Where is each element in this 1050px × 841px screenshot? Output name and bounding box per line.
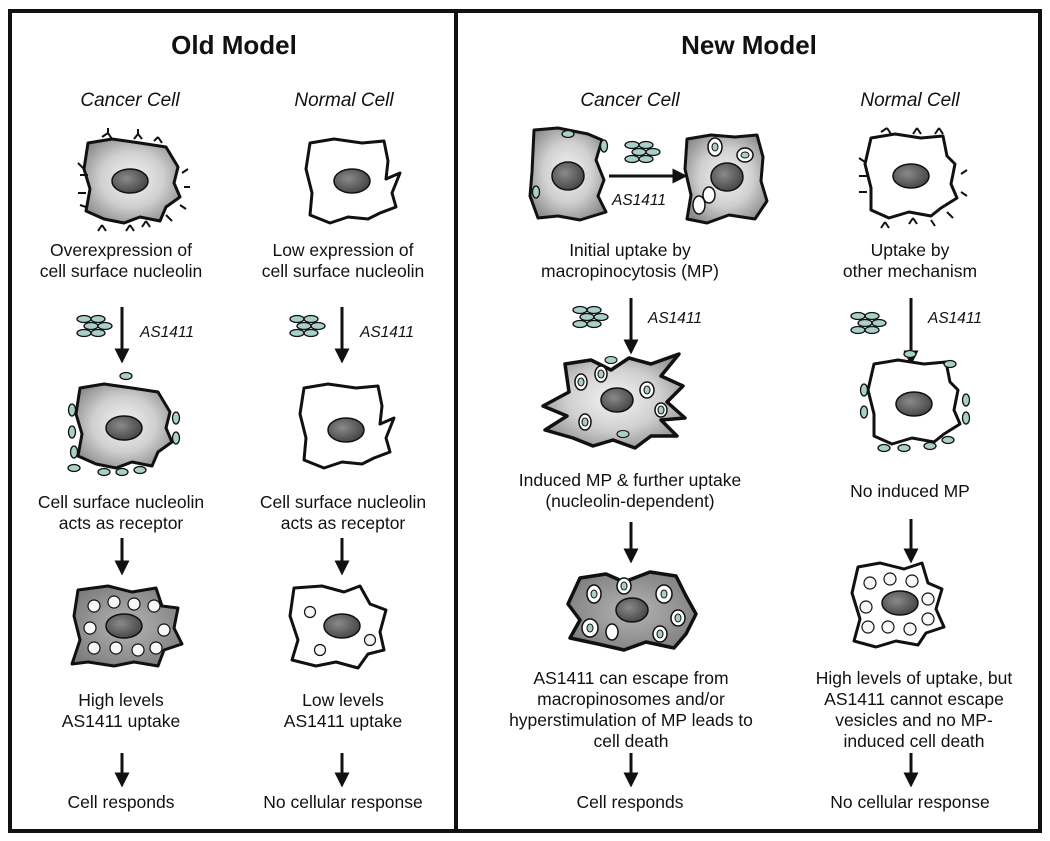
new-cancer-heading: Cancer Cell xyxy=(580,90,680,111)
new-normal-outcome: No cellular response xyxy=(830,792,990,812)
as1411-cluster-new-cancer-inline xyxy=(624,140,661,164)
old-cancer-step1: Overexpression of cell surface nucleolin xyxy=(39,240,203,281)
old-cancer-cell-2 xyxy=(67,371,181,477)
old-normal-step2: Cell surface nucleolin acts as receptor xyxy=(259,492,427,533)
old-cancer-step3: High levels AS1411 uptake xyxy=(61,690,181,731)
new-cancer-arrow-label: AS1411 xyxy=(648,310,703,327)
new-cancer-cell-2 xyxy=(541,352,687,450)
old-normal-step1: Low expression of cell surface nucleolin xyxy=(261,240,425,281)
old-cancer-cell-1 xyxy=(77,128,190,232)
new-model-panel xyxy=(454,9,1042,833)
as1411-particles xyxy=(76,140,887,338)
old-cancer-outcome: Cell responds xyxy=(67,792,175,812)
new-normal-heading: Normal Cell xyxy=(860,90,960,111)
new-cancer-cell-1b xyxy=(683,133,769,225)
old-normal-arrow-label: AS1411 xyxy=(360,324,415,341)
as1411-cluster-new-cancer xyxy=(572,305,609,329)
as1411-cluster-old-cancer xyxy=(76,314,113,338)
new-normal-step3: High levels of uptake, but AS1411 cannot… xyxy=(815,668,1013,751)
new-normal-step1: Uptake by other mechanism xyxy=(842,240,978,281)
old-cancer-cell-3 xyxy=(70,584,184,668)
new-cancer-step3: AS1411 can escape from macropinosomes an… xyxy=(509,668,753,751)
old-normal-step3: Low levels AS1411 uptake xyxy=(283,690,403,731)
new-model-title: New Model xyxy=(681,30,817,60)
new-normal-step2: No induced MP xyxy=(850,481,970,501)
old-normal-cell-1 xyxy=(304,137,402,225)
old-cancer-arrow-label: AS1411 xyxy=(140,324,195,341)
old-normal-cell-2 xyxy=(298,382,396,470)
old-normal-heading: Normal Cell xyxy=(294,90,394,111)
old-normal-outcome: No cellular response xyxy=(263,792,423,812)
new-normal-cell-2 xyxy=(859,349,971,453)
as1411-cluster-new-normal xyxy=(850,311,887,335)
new-normal-arrow-label: AS1411 xyxy=(928,310,983,327)
flow-arrows xyxy=(114,168,919,788)
old-model-title: Old Model xyxy=(171,30,297,60)
new-cancer-cell-3 xyxy=(566,570,698,652)
new-cancer-cell-1a xyxy=(528,126,609,222)
new-cancer-step1: Initial uptake by macropinocytosis (MP) xyxy=(541,240,719,281)
old-normal-cell-3 xyxy=(288,584,388,670)
new-cancer-inline-label: AS1411 xyxy=(612,192,667,209)
new-normal-cell-3 xyxy=(850,561,946,649)
as1411-cluster-old-normal xyxy=(289,314,326,338)
new-cancer-step2: Induced MP & further uptake (nucleolin-d… xyxy=(518,470,742,511)
new-normal-cell-1 xyxy=(858,127,968,229)
old-cancer-heading: Cancer Cell xyxy=(80,90,180,111)
old-cancer-step2: Cell surface nucleolin acts as receptor xyxy=(37,492,205,533)
new-cancer-outcome: Cell responds xyxy=(576,792,684,812)
